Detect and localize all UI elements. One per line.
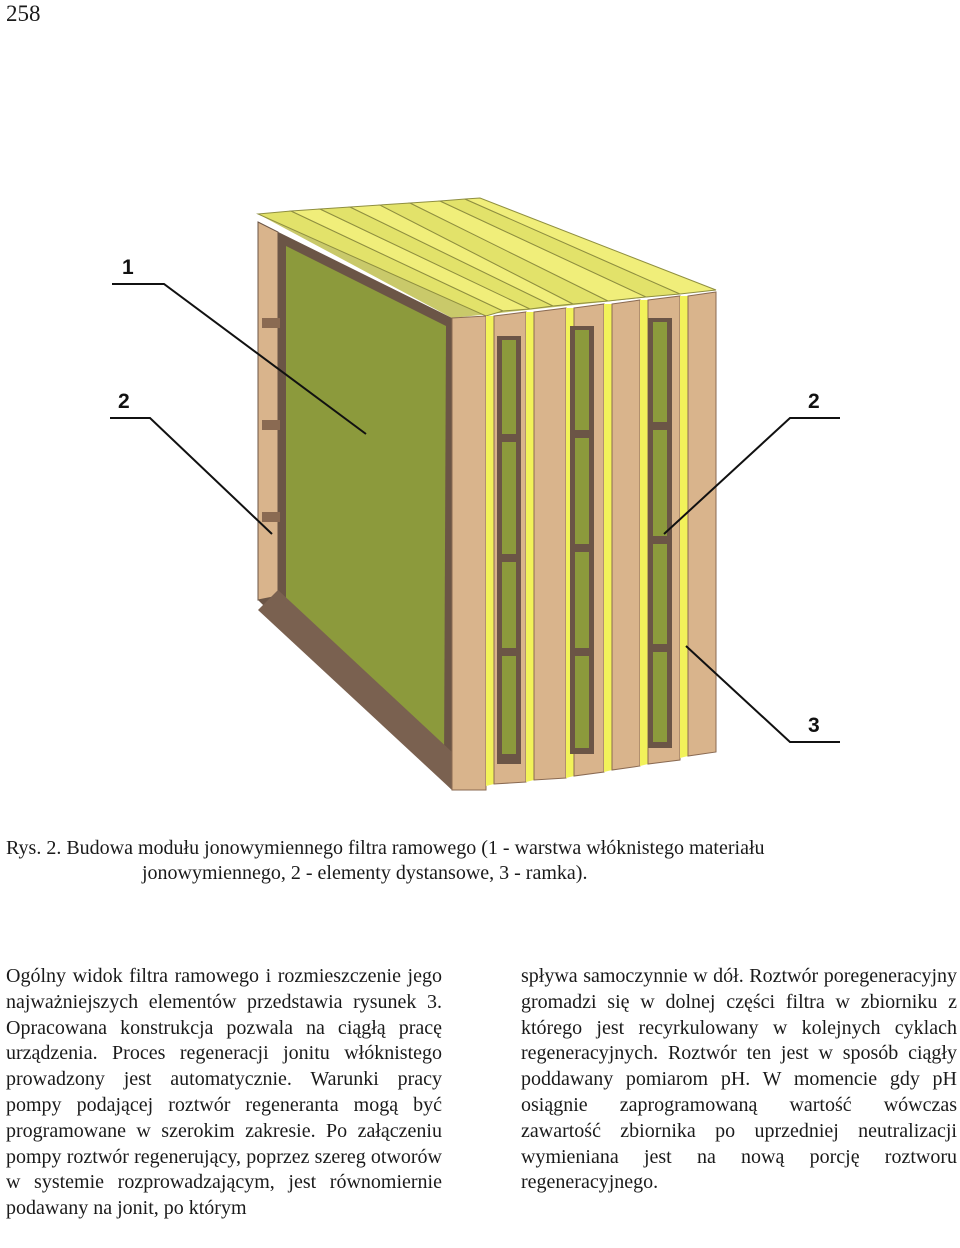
spacer-openings — [497, 318, 672, 764]
label-fiber-layer: 1 — [122, 256, 134, 279]
page-number: 258 — [6, 1, 41, 26]
body-right-column: spływa samoczynnie w dół. Roztwór porege… — [521, 965, 957, 1194]
leader-lines — [110, 283, 840, 743]
body-left-column: Ogólny widok filtra ramowego i rozmieszc… — [6, 965, 442, 1220]
left-spacer-blocks — [262, 318, 280, 522]
top-slats — [256, 197, 717, 318]
label-spacer-left: 2 — [118, 390, 130, 413]
caption-line-1: Rys. 2. Budowa modułu jonowymiennego fil… — [6, 837, 765, 859]
figure-caption: Rys. 2. Budowa modułu jonowymiennego fil… — [6, 836, 956, 886]
label-spacer-right: 2 — [808, 390, 820, 413]
side-frame — [257, 221, 452, 790]
filter-module-figure: 1 2 2 3 — [110, 197, 840, 791]
caption-line-2: jonowymiennego, 2 - elementy dystansowe,… — [142, 862, 588, 884]
label-frame: 3 — [808, 714, 820, 737]
